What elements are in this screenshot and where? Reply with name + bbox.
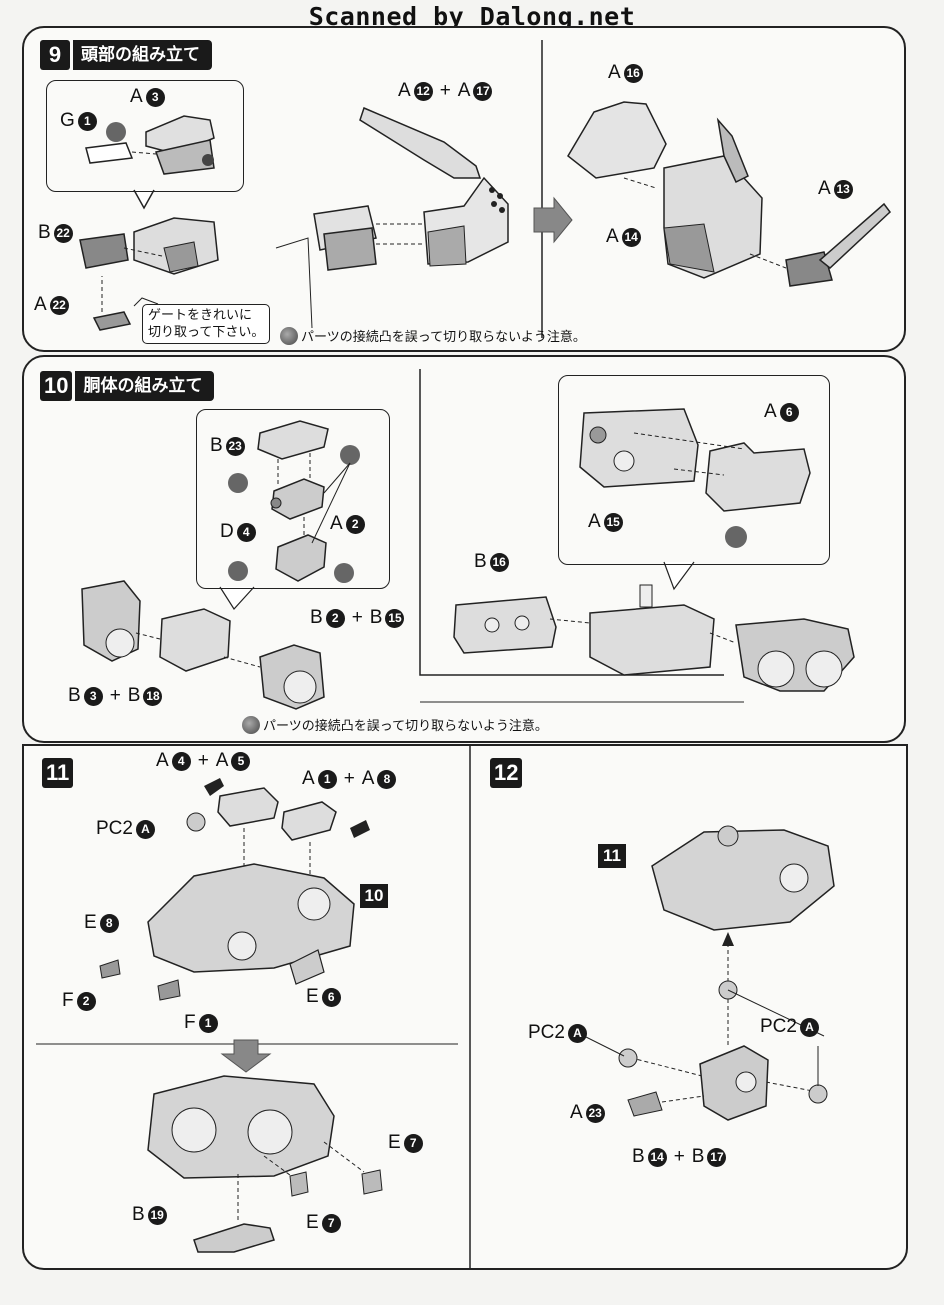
step-9-illustration (79, 40, 892, 338)
step-10-illustration (81, 369, 855, 710)
step-number: 9 (40, 40, 70, 70)
step-12-title: 12 (490, 758, 523, 788)
step-heading: 頭部の組み立て (73, 40, 212, 70)
reference-step-11: 11 (598, 844, 626, 868)
steps-11-12-illustration (36, 746, 835, 1268)
caution-note: パーツの接続凸を誤って切り取らないよう注意。 (242, 715, 548, 734)
gate-trim-note: ゲートをきれいに 切り取って下さい。 (142, 304, 271, 344)
torso-detail-box (196, 409, 390, 589)
step-11-title: 11 (42, 758, 74, 788)
step-number: 11 (42, 758, 74, 788)
caution-icon (280, 326, 298, 345)
torso-side-detail-box (558, 375, 830, 565)
step-heading: 胴体の組み立て (75, 371, 215, 401)
caution-icon (242, 715, 260, 734)
caution-note: パーツの接続凸を誤って切り取らないよう注意。 (280, 326, 586, 345)
step-number: 12 (490, 758, 523, 788)
step-10-title: 10 胴体の組み立て (40, 371, 215, 401)
detail-callout-box (46, 80, 244, 192)
reference-step-10: 10 (360, 884, 388, 908)
step-9-title: 9 頭部の組み立て (40, 40, 212, 70)
step-number: 10 (40, 371, 73, 401)
